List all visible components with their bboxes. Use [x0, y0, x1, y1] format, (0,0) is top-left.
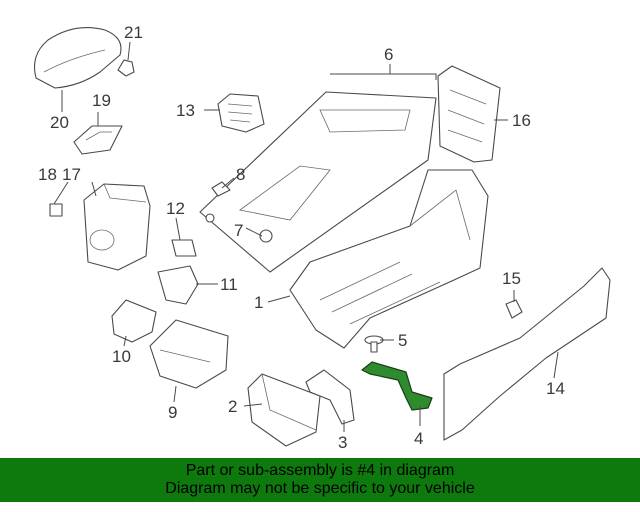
callout-1: 1 [254, 293, 263, 312]
part-9-lower-bin [149, 319, 229, 389]
part-12-clip [171, 239, 197, 257]
part-16-side-panel [437, 65, 501, 163]
callout-16: 16 [512, 111, 531, 130]
part-21-clip [117, 59, 135, 77]
callout-15: 15 [502, 269, 521, 288]
callout-19: 19 [92, 91, 111, 110]
notice-banner: Part or sub-assembly is #4 in diagram Di… [0, 458, 640, 502]
callout-17: 17 [62, 165, 81, 184]
callout-21: 21 [124, 23, 143, 42]
callout-20: 20 [50, 113, 69, 132]
callout-10: 10 [112, 347, 131, 366]
callout-11: 11 [220, 275, 238, 294]
callout-4: 4 [414, 429, 423, 448]
notice-line-1: Part or sub-assembly is #4 in diagram [185, 462, 455, 479]
callout-7: 7 [234, 221, 243, 240]
part-10-holder [111, 299, 157, 343]
part-7-knob [205, 213, 273, 243]
part-11-tray [157, 265, 199, 305]
callout-3: 3 [338, 433, 347, 452]
part-6-console-top [199, 91, 437, 273]
callout-2: 2 [228, 397, 237, 416]
part-15-clip [505, 299, 523, 319]
notice-line-2: Diagram may not be specific to your vehi… [165, 480, 475, 497]
callout-labels: 20 21 19 13 18 17 6 8 7 16 12 11 1 15 10… [38, 23, 565, 452]
part-17-storage-bin [83, 183, 151, 271]
callout-13: 13 [176, 101, 195, 120]
part-19-tray [73, 125, 123, 155]
part-1-console-body [289, 169, 489, 349]
part-14-side-trim [443, 267, 611, 441]
callout-5: 5 [398, 331, 407, 350]
part-13-switch-panel [217, 93, 265, 133]
callout-18: 18 [38, 165, 57, 184]
leader-lines [53, 41, 559, 432]
part-2-bracket [247, 373, 321, 447]
callout-9: 9 [168, 403, 177, 422]
part-3-bracket [305, 369, 355, 425]
part-5-bolt [364, 335, 384, 353]
callout-6: 6 [384, 45, 393, 64]
part-18-clip [49, 203, 63, 217]
callout-14: 14 [546, 379, 565, 398]
part-4-bracket-highlighted [361, 361, 433, 411]
parts-diagram: 20 21 19 13 18 17 6 8 7 16 12 11 1 15 10… [33, 23, 611, 452]
part-20-armrest-lid [33, 27, 122, 89]
callout-12: 12 [166, 199, 185, 218]
callout-8: 8 [236, 165, 245, 184]
